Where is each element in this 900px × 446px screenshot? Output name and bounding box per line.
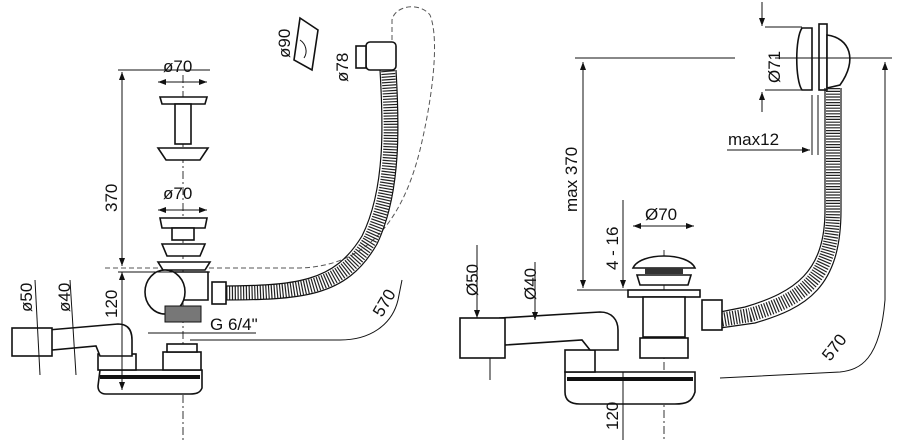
- plug: [156, 217, 212, 271]
- overflow-hose: [718, 88, 840, 327]
- hose-edge: [214, 69, 399, 301]
- label-outlet-diameter-50: Ø50: [463, 264, 482, 296]
- label-outlet-diameter-40: ø40: [55, 283, 74, 312]
- bath-outline: [105, 6, 436, 269]
- label-max-wall: max12: [728, 130, 779, 149]
- label-outlet-diameter-40: Ø40: [521, 268, 540, 300]
- ext-line: [34, 279, 41, 376]
- hose-edge: [719, 88, 842, 329]
- label-drain-cap-diameter: ø70: [163, 57, 192, 76]
- label-drain-diameter: Ø70: [645, 205, 677, 224]
- label-height-120: 120: [603, 402, 622, 430]
- label-hose-length: 570: [369, 286, 400, 320]
- label-plug-diameter: ø70: [163, 184, 192, 203]
- trap: [459, 311, 696, 405]
- label-height-370: 370: [102, 184, 121, 212]
- hose-length-line: [190, 279, 403, 341]
- hose-length-line: [719, 299, 886, 379]
- trap: [11, 323, 203, 395]
- overflow-hose: [214, 69, 398, 300]
- label-outlet-diameter-50: ø50: [17, 283, 36, 312]
- label-overflow-diameter: Ø71: [765, 51, 784, 83]
- hose-edge: [214, 69, 383, 287]
- overflow-head: [796, 23, 851, 91]
- hose-edge: [719, 88, 826, 313]
- hose-nut: [211, 281, 227, 305]
- label-range: 4 - 16: [603, 227, 622, 270]
- label-height-120: 120: [102, 290, 121, 318]
- right-bath-waste-assembly: Ø71 max12 max 370 4 - 16 Ø70 Ø50 Ø40 570…: [459, 2, 892, 440]
- label-overflow-cover-diameter: ø90: [275, 29, 294, 58]
- left-bath-waste-assembly: ø70 ø70 ø90 ø78 370 120 ø50 ø40 G 6/4" 5…: [11, 6, 436, 440]
- label-thread: G 6/4": [210, 315, 258, 334]
- overflow-head: [293, 16, 397, 72]
- drain-body: [144, 269, 209, 323]
- label-max-height: max 370: [562, 147, 581, 212]
- label-hose-length: 570: [818, 330, 850, 364]
- drain: [627, 255, 723, 359]
- ext-line: [69, 279, 77, 376]
- drain-cap-top: [156, 96, 210, 161]
- label-overflow-flange-diameter: ø78: [333, 53, 352, 82]
